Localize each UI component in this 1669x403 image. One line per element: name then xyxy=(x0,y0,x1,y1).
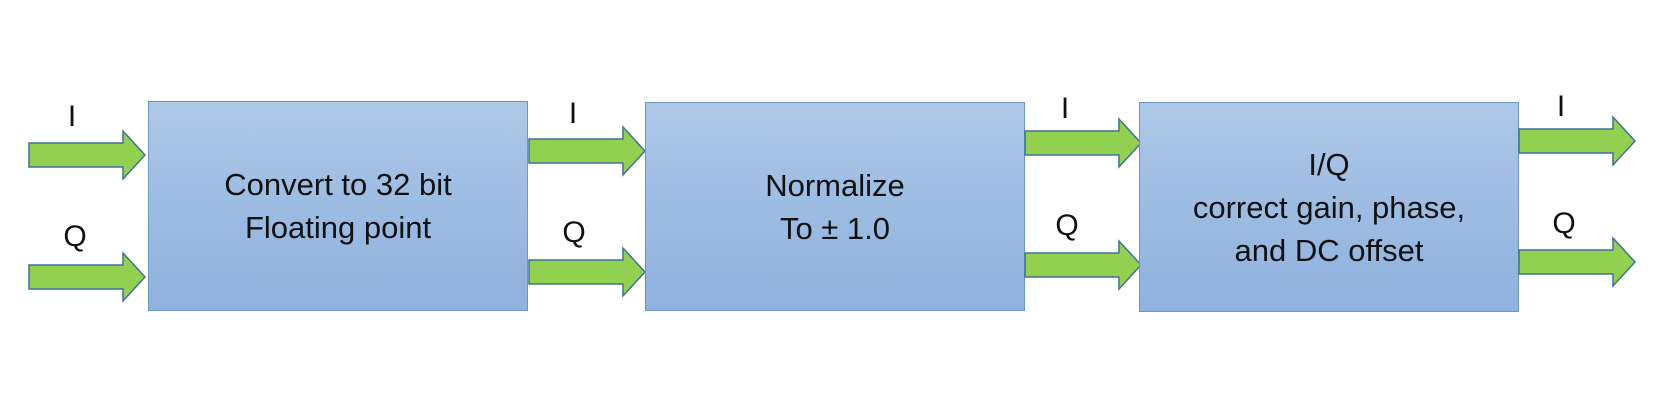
output-q-label: Q xyxy=(1552,207,1576,240)
input-i-label: I xyxy=(67,100,77,133)
block-3-line-1: I/Q xyxy=(1308,146,1350,182)
stage-3-q-arrow xyxy=(1024,239,1143,291)
stage-3-i-arrow xyxy=(1024,117,1143,169)
block-3-line-2: correct gain, phase, xyxy=(1192,189,1466,225)
convert-to-float-block: Convert to 32 bit Floating point xyxy=(148,101,528,311)
block-3-line-3: and DC offset xyxy=(1234,232,1424,268)
block-1-line-2: Floating point xyxy=(244,210,432,245)
output-i-arrow xyxy=(1518,115,1637,167)
input-q-arrow xyxy=(28,251,147,303)
stage-2-i-arrow xyxy=(528,125,647,177)
output-q-arrow xyxy=(1518,236,1637,288)
input-q-label: Q xyxy=(63,220,87,253)
stage-3-q-label: Q xyxy=(1055,209,1079,242)
stage-2-i-label: I xyxy=(568,97,578,130)
stage-3-i-label: I xyxy=(1060,92,1070,125)
stage-2-q-label: Q xyxy=(562,216,586,249)
block-1-line-1: Convert to 32 bit xyxy=(224,167,452,202)
block-2-line-1: Normalize xyxy=(765,167,905,203)
input-i-arrow xyxy=(28,129,147,181)
output-i-label: I xyxy=(1556,90,1566,123)
block-2-line-2: To ± 1.0 xyxy=(779,210,891,246)
normalize-block: Normalize To ± 1.0 xyxy=(645,102,1025,311)
iq-correction-block: I/Q correct gain, phase, and DC offset xyxy=(1139,102,1519,312)
stage-2-q-arrow xyxy=(528,246,647,298)
